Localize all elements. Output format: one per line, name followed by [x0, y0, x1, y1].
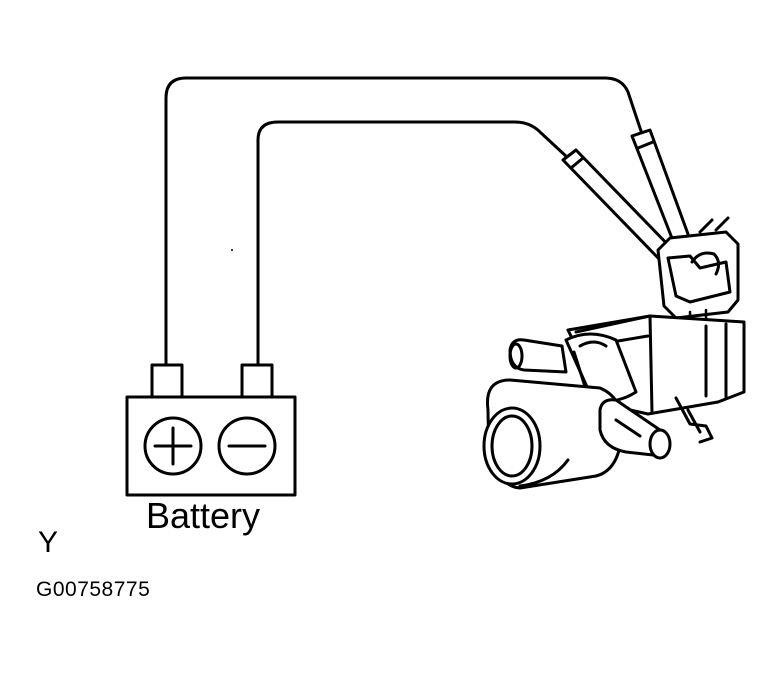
battery-body — [125, 395, 297, 497]
solenoid-valve — [482, 216, 746, 490]
valve-connector — [656, 230, 740, 320]
negative-wire — [256, 120, 570, 367]
negative-terminal-symbol — [217, 416, 277, 476]
figure-id: G00758775 — [36, 578, 151, 601]
battery — [125, 363, 297, 497]
positive-terminal-symbol — [143, 416, 203, 476]
battery-negative-post — [240, 363, 274, 399]
battery-label: Battery — [146, 495, 261, 536]
positive-wire — [164, 76, 646, 367]
battery-positive-post — [150, 363, 184, 399]
corner-letter: Y — [38, 526, 59, 559]
